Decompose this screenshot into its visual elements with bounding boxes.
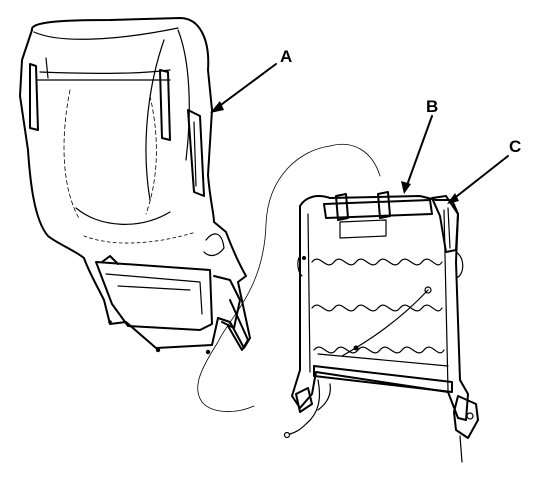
seat-back-frame xyxy=(283,191,479,463)
callout-leaders xyxy=(210,63,509,204)
callout-label-c: C xyxy=(509,137,521,156)
callout-label-a: A xyxy=(280,47,292,66)
callout-label-b: B xyxy=(426,97,438,116)
seat-back-cover xyxy=(19,17,251,355)
seat-back-pad-outline xyxy=(197,143,381,412)
